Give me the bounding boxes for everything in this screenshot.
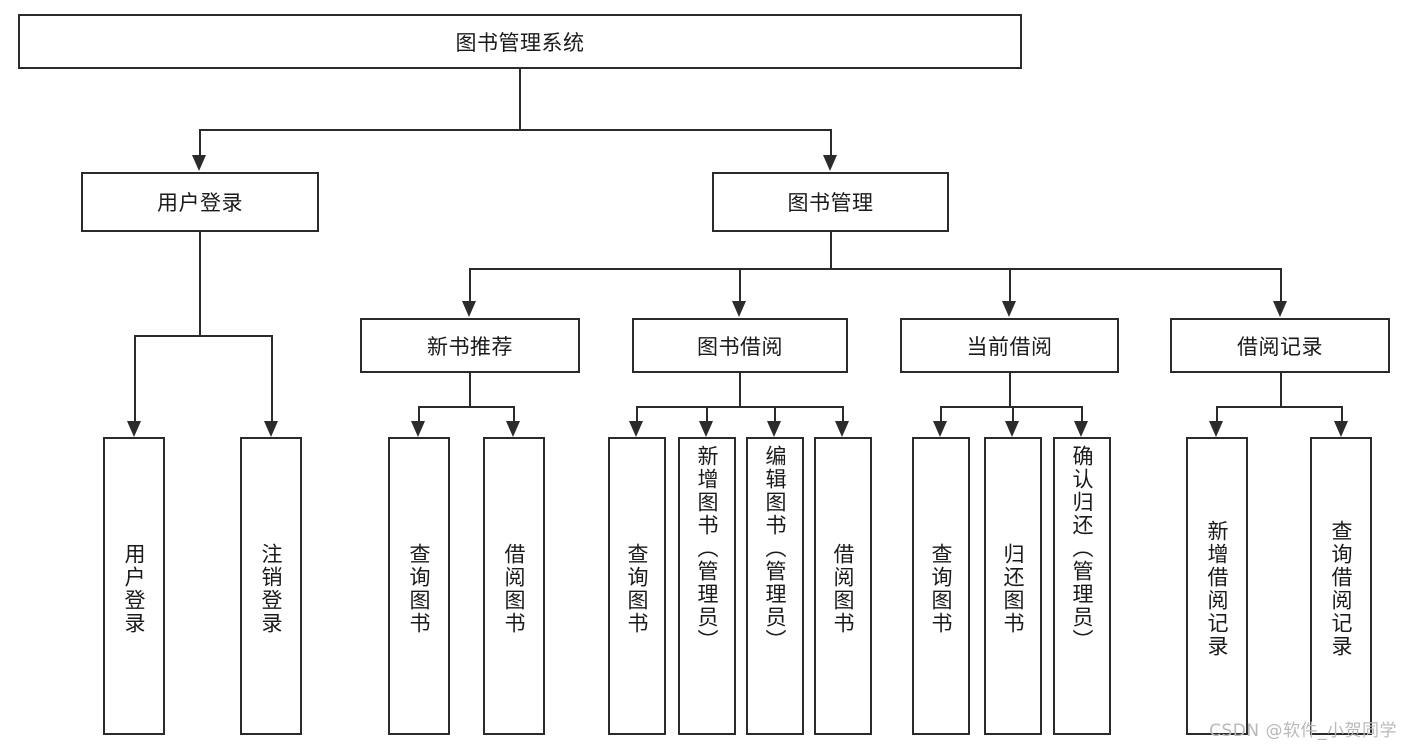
leaf-logout[interactable]: 注销登录	[240, 437, 302, 735]
connector-borrow-to-leaf-2	[706, 406, 708, 421]
connector-book-mgmt-to-new-book	[469, 268, 471, 301]
node-book-management-label: 图书管理	[787, 191, 874, 215]
leaf-cb-confirm-return-admin[interactable]: 确认归还（管理员）	[1053, 437, 1111, 735]
arrowhead-nb-query-book	[411, 421, 425, 437]
node-user-login[interactable]: 用户登录	[81, 172, 319, 232]
node-new-book-recommendation[interactable]: 新书推荐	[360, 318, 580, 373]
connector-root-bus	[199, 129, 831, 131]
connector-user-login-to-leaf-1	[134, 335, 136, 421]
node-new-book-recommendation-label: 新书推荐	[427, 334, 513, 359]
connector-records-stem	[1280, 373, 1282, 406]
connector-borrow-to-leaf-4	[842, 406, 844, 421]
node-borrowing-records-label: 借阅记录	[1237, 334, 1323, 359]
arrowhead-book-borrow	[732, 301, 746, 317]
connector-book-mgmt-to-records	[1280, 268, 1282, 301]
leaf-nb-query-book[interactable]: 查询图书	[388, 437, 450, 735]
arrowhead-nb-borrow-book	[506, 421, 520, 437]
connector-borrow-to-leaf-1	[636, 406, 638, 421]
leaf-cb-confirm-return-admin-label: 确认归还（管理员）	[1070, 445, 1095, 652]
csdn-watermark: CSDN @软件_小贺同学	[1209, 721, 1397, 741]
arrowhead-bb-borrow-book	[835, 421, 849, 437]
node-root-system[interactable]: 图书管理系统	[18, 14, 1022, 69]
leaf-cb-query-book-label: 查询图书	[929, 543, 954, 635]
connector-new-book-to-leaf-1	[418, 406, 420, 421]
leaf-bb-edit-book-admin[interactable]: 编辑图书（管理员）	[746, 437, 804, 735]
arrowhead-br-query-record	[1334, 421, 1348, 437]
arrowhead-cb-return-book	[1005, 421, 1019, 437]
arrowhead-leaf-user-login	[127, 421, 141, 437]
leaf-nb-query-book-label: 查询图书	[407, 543, 432, 635]
connector-new-book-to-leaf-2	[513, 406, 515, 421]
leaf-br-query-record-label: 查询借阅记录	[1329, 520, 1354, 658]
node-current-borrowing-label: 当前借阅	[966, 334, 1053, 359]
leaf-user-login-label: 用户登录	[122, 543, 147, 635]
leaf-cb-return-book[interactable]: 归还图书	[984, 437, 1042, 735]
connector-new-book-stem	[469, 373, 471, 406]
leaf-br-add-record[interactable]: 新增借阅记录	[1186, 437, 1248, 735]
connector-root-to-book-mgmt	[830, 129, 832, 155]
connector-borrow-to-leaf-3	[774, 406, 776, 421]
leaf-user-login[interactable]: 用户登录	[103, 437, 165, 735]
connector-new-book-bus	[418, 406, 514, 408]
leaf-bb-query-book[interactable]: 查询图书	[608, 437, 666, 735]
node-book-borrowing[interactable]: 图书借阅	[632, 318, 848, 373]
leaf-nb-borrow-book-label: 借阅图书	[502, 543, 527, 635]
arrowhead-user-login	[192, 155, 206, 171]
connector-book-mgmt-to-borrow	[739, 268, 741, 301]
arrowhead-cb-query-book	[933, 421, 947, 437]
connector-current-to-leaf-3	[1081, 406, 1083, 421]
connector-user-login-stem	[199, 232, 201, 335]
arrowhead-leaf-logout	[264, 421, 278, 437]
connector-book-mgmt-stem	[830, 232, 832, 268]
node-root-label: 图书管理系统	[455, 30, 585, 55]
arrowhead-bb-edit-book	[767, 421, 781, 437]
arrowhead-book-mgmt	[823, 155, 837, 171]
connector-borrow-bus	[636, 406, 843, 408]
leaf-nb-borrow-book[interactable]: 借阅图书	[483, 437, 545, 735]
leaf-br-add-record-label: 新增借阅记录	[1205, 520, 1230, 658]
leaf-br-query-record[interactable]: 查询借阅记录	[1310, 437, 1372, 735]
arrowhead-bb-query-book	[629, 421, 643, 437]
leaf-cb-return-book-label: 归还图书	[1001, 543, 1026, 635]
connector-root-stem	[519, 69, 521, 129]
node-book-borrowing-label: 图书借阅	[697, 334, 783, 359]
node-current-borrowing[interactable]: 当前借阅	[900, 318, 1119, 373]
leaf-bb-edit-book-admin-label: 编辑图书（管理员）	[763, 445, 788, 652]
leaf-logout-label: 注销登录	[259, 543, 284, 635]
arrowhead-new-book-rec	[462, 301, 476, 317]
arrowhead-current-borrow	[1002, 301, 1016, 317]
arrowhead-cb-confirm-return	[1074, 421, 1088, 437]
connector-records-to-leaf-1	[1216, 406, 1218, 421]
node-borrowing-records[interactable]: 借阅记录	[1170, 318, 1390, 373]
leaf-bb-add-book-admin[interactable]: 新增图书（管理员）	[678, 437, 736, 735]
connector-current-to-leaf-2	[1012, 406, 1014, 421]
arrowhead-bb-add-book	[699, 421, 713, 437]
arrowhead-borrow-records	[1273, 301, 1287, 317]
node-book-management[interactable]: 图书管理	[712, 172, 949, 232]
connector-current-stem	[1009, 373, 1011, 406]
connector-book-mgmt-bus	[469, 268, 1280, 270]
connector-root-to-user-login	[199, 129, 201, 155]
connector-user-login-to-leaf-2	[271, 335, 273, 421]
connector-current-to-leaf-1	[940, 406, 942, 421]
connector-records-bus	[1216, 406, 1342, 408]
leaf-bb-query-book-label: 查询图书	[625, 543, 650, 635]
leaf-bb-add-book-admin-label: 新增图书（管理员）	[695, 445, 720, 652]
node-user-login-label: 用户登录	[157, 191, 243, 215]
arrowhead-br-add-record	[1209, 421, 1223, 437]
connector-user-login-bus	[134, 335, 271, 337]
leaf-bb-borrow-book-label: 借阅图书	[831, 543, 856, 635]
connector-current-bus	[940, 406, 1082, 408]
connector-book-mgmt-to-current	[1009, 268, 1011, 301]
leaf-bb-borrow-book[interactable]: 借阅图书	[814, 437, 872, 735]
leaf-cb-query-book[interactable]: 查询图书	[912, 437, 970, 735]
connector-borrow-stem	[739, 373, 741, 406]
connector-records-to-leaf-2	[1341, 406, 1343, 421]
